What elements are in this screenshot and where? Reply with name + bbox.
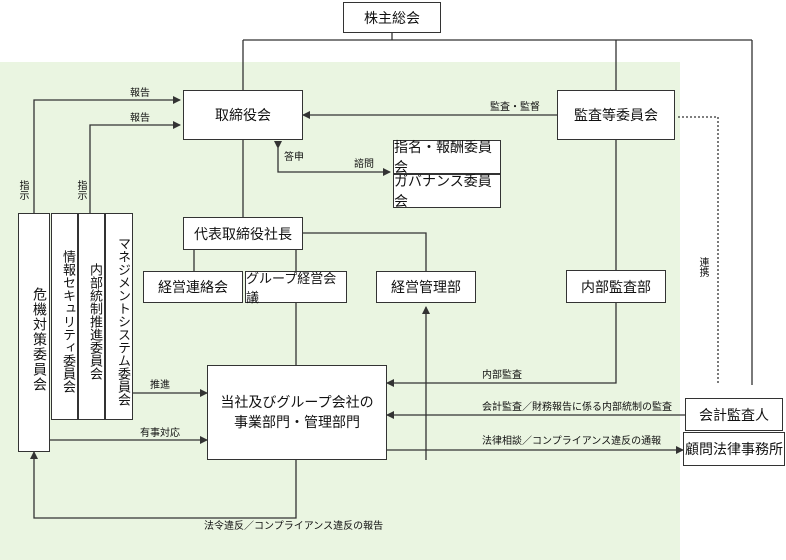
audit-supervise-label: 監査・監督	[490, 102, 540, 113]
management-system-committee-box: マネジメントシステム委員会	[105, 213, 133, 420]
shareholders-meeting-box: 株主総会	[343, 2, 441, 33]
president-box: 代表取締役社長	[183, 217, 303, 250]
business-departments-box: 当社及びグループ会社の 事業部門・管理部門	[207, 365, 387, 460]
nomination-compensation-committee-box: 指名・報酬委員会	[393, 140, 501, 176]
report-label-2: 報告	[130, 113, 150, 124]
cooperation-label: 連携	[697, 257, 708, 277]
group-management-meeting-box: グループ経営会議	[245, 271, 347, 306]
governance-committee-box: ガバナンス委員会	[393, 174, 501, 210]
instruct-label-2: 指示	[75, 180, 86, 200]
internal-audit-flow-label: 内部監査	[482, 370, 522, 381]
accounting-auditor-box: 会計監査人	[685, 398, 783, 431]
audit-committee-box: 監査等委員会	[557, 90, 675, 140]
management-liaison-box: 経営連絡会	[143, 271, 243, 303]
info-security-committee-box: 情報セキュリティ委員会	[51, 213, 78, 420]
consult-label: 諮問	[354, 159, 374, 170]
violation-report-label: 法令違反／コンプライアンス違反の報告	[204, 521, 384, 532]
management-admin-dept-box: 経営管理部	[376, 271, 476, 303]
report-label-1: 報告	[130, 88, 150, 99]
business-departments-line-1: 当社及びグループ会社の	[220, 394, 374, 411]
internal-audit-dept-box: 内部監査部	[566, 270, 666, 303]
crisis-committee-box: 危機対策委員会	[18, 213, 50, 452]
board-of-directors-box: 取締役会	[183, 90, 303, 140]
reply-label: 答申	[284, 152, 304, 163]
internal-control-committee-box: 内部統制推進委員会	[78, 213, 105, 420]
instruct-label-1: 指示	[17, 180, 28, 200]
accounting-audit-flow-label: 会計監査／財務報告に係る内部統制の監査	[482, 402, 672, 413]
emergency-label: 有事対応	[140, 428, 180, 439]
promote-label: 推進	[150, 380, 170, 391]
business-departments-line-2: 事業部門・管理部門	[234, 414, 360, 431]
legal-consult-flow-label: 法律相談／コンプライアンス違反の通報	[482, 436, 662, 447]
legal-firm-box: 顧問法律事務所	[683, 432, 785, 466]
